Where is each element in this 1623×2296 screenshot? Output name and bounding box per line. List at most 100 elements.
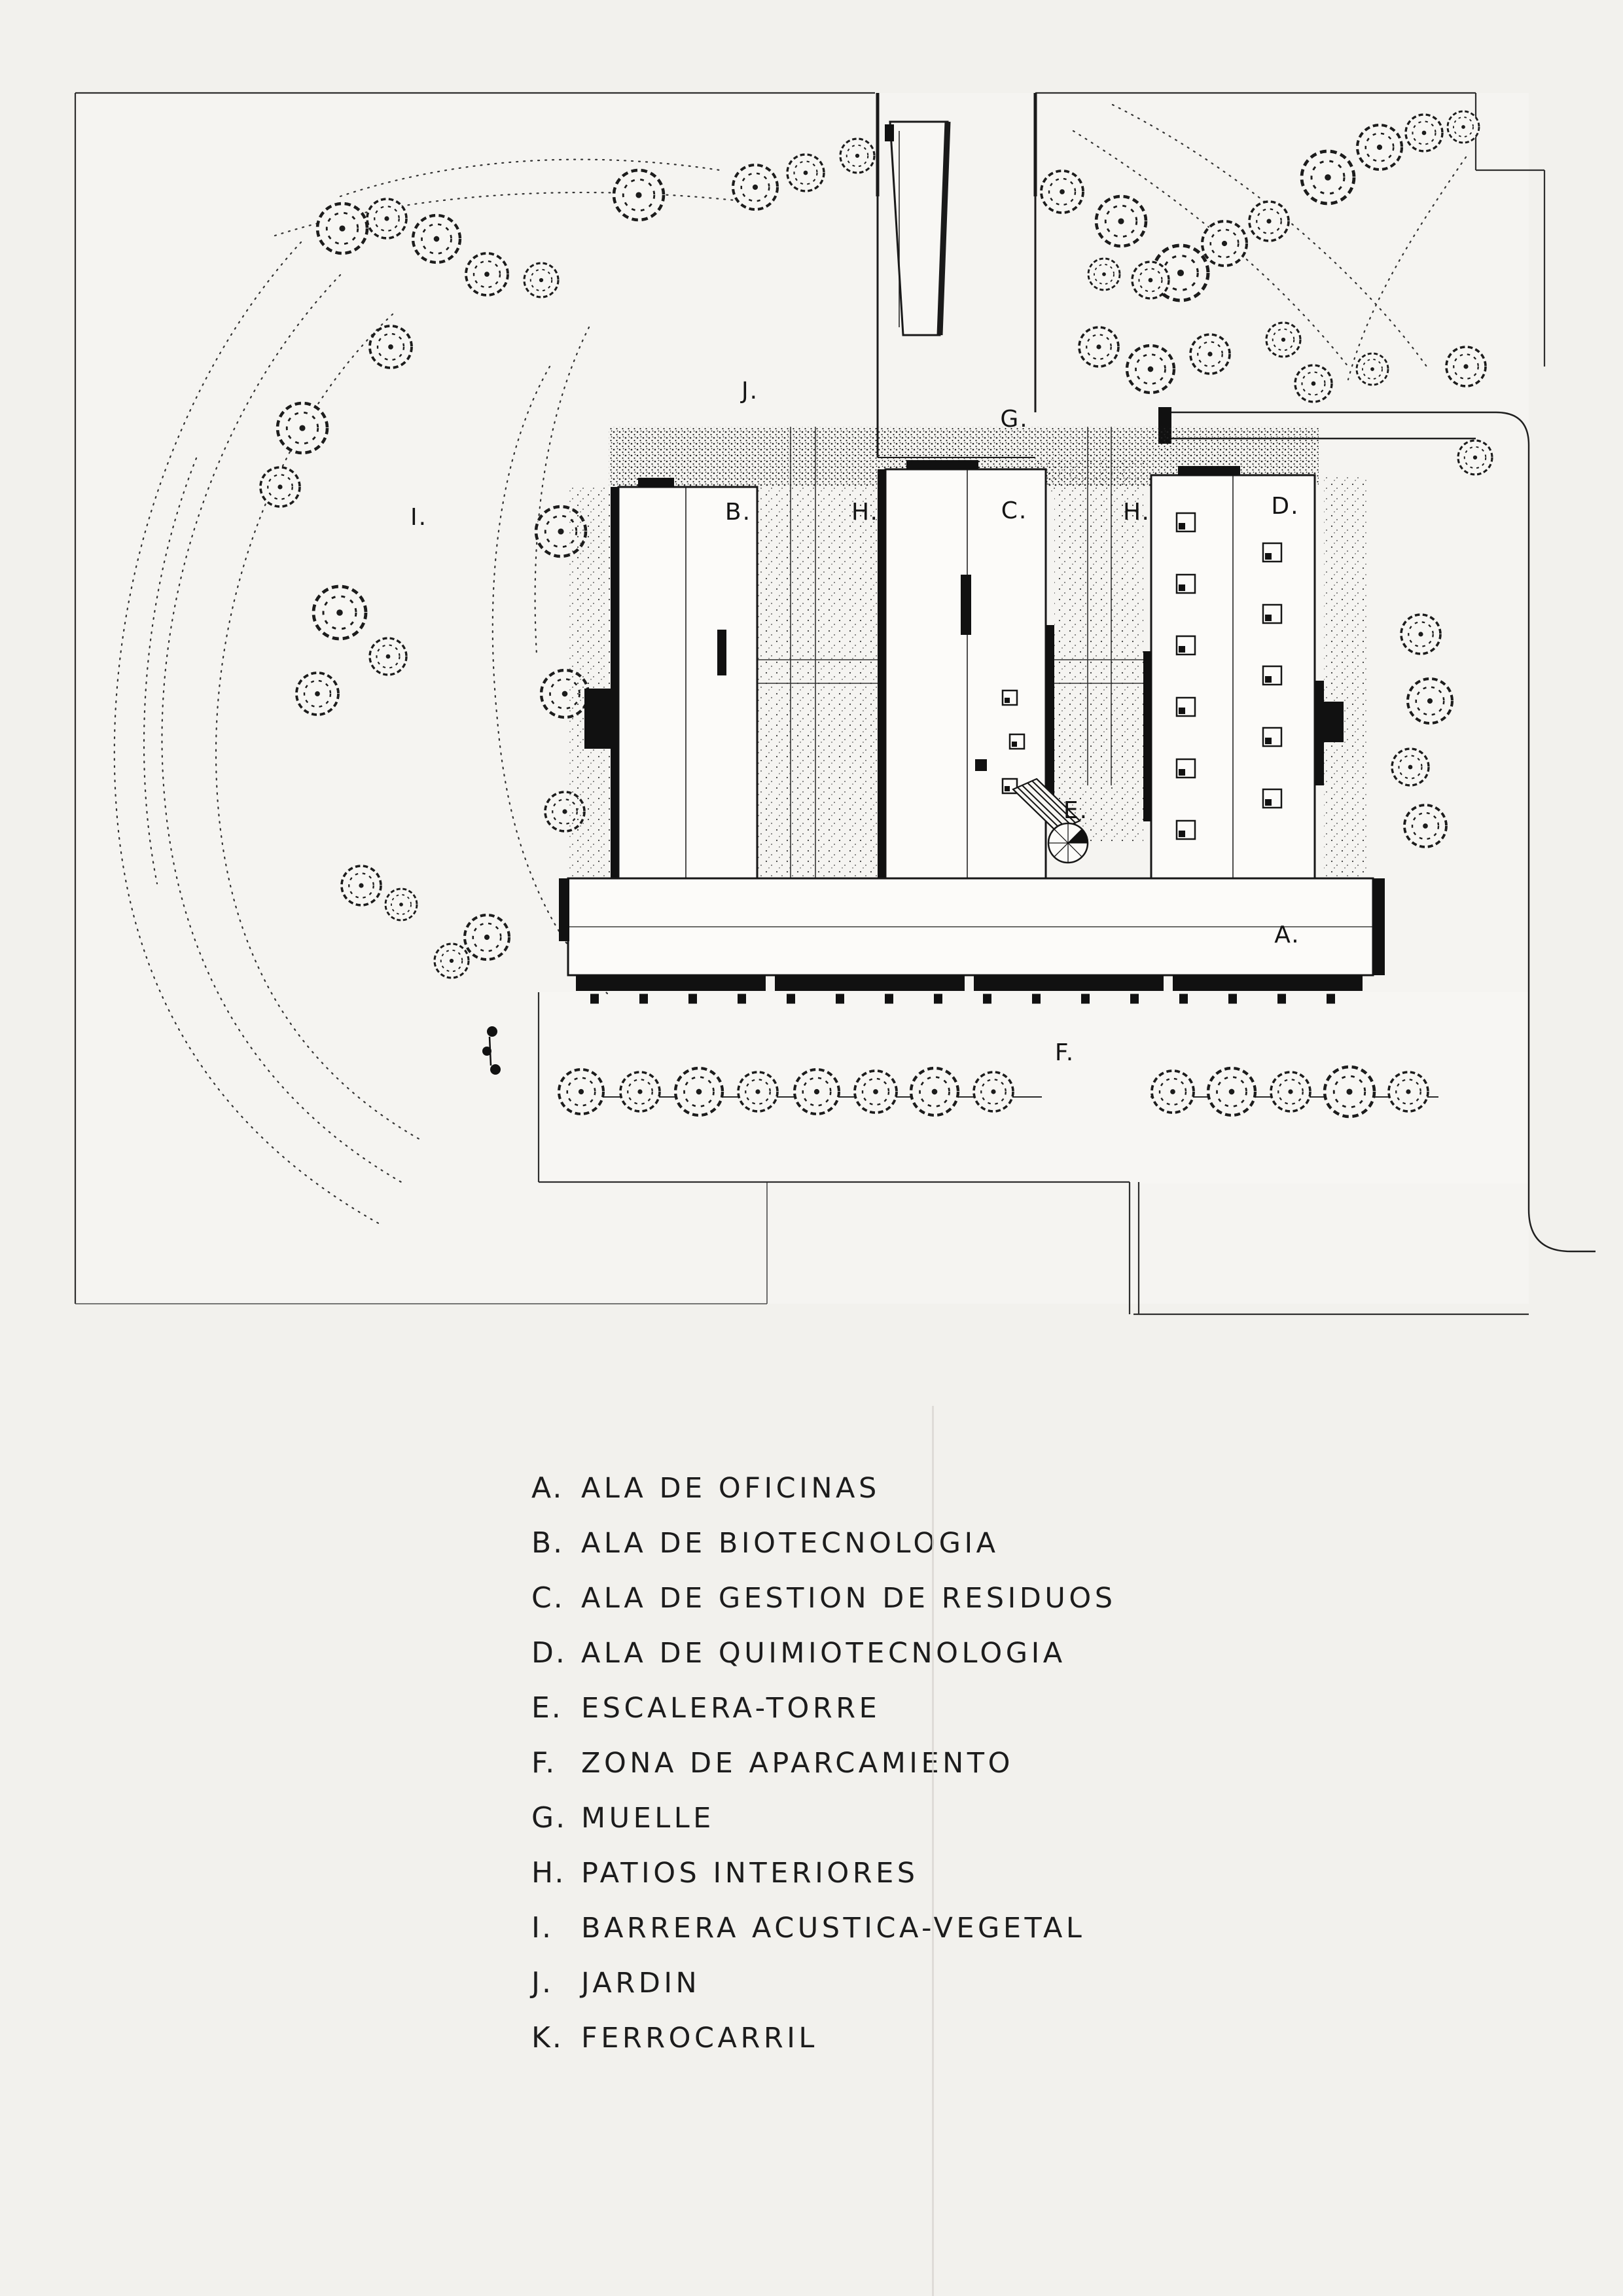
tree-icon	[1355, 352, 1389, 386]
legend-item: F. ZONA DE APARCAMIENTO	[531, 1746, 1116, 1801]
plan-label-f: F.	[1055, 1039, 1075, 1066]
tree-icon	[1150, 1069, 1195, 1114]
tree-icon	[1265, 321, 1302, 358]
tree-icon	[384, 888, 418, 922]
tree-icon	[1078, 326, 1120, 368]
plan-label-i: I.	[410, 504, 427, 531]
legend-item: E. ESCALERA-TORRE	[531, 1691, 1116, 1746]
plan-label-h-right: H.	[1123, 499, 1150, 526]
legend-item-letter: A.	[531, 1471, 564, 1505]
tree-icon	[733, 165, 777, 209]
wing-c	[878, 460, 1054, 881]
tree-icon	[1404, 113, 1444, 152]
tree-icon	[1457, 439, 1493, 476]
tree-icon	[559, 1069, 603, 1114]
patio-h-right	[1054, 427, 1143, 842]
plan-label-h-left: H.	[851, 499, 879, 526]
tree-icon	[1248, 200, 1290, 242]
tree-icon	[1127, 346, 1174, 393]
plan-label-g: G.	[1000, 406, 1028, 433]
tree-icon	[259, 466, 301, 508]
legend-item-letter: D.	[531, 1636, 567, 1670]
legend-item-label: ALA DE OFICINAS	[581, 1472, 880, 1505]
wing-a	[559, 877, 1385, 1004]
legend-item-label: PATIOS INTERIORES	[581, 1857, 919, 1890]
legend-item: H. PATIOS INTERIORES	[531, 1856, 1116, 1911]
legend: A. ALA DE OFICINAS B. ALA DE BIOTECNOLOG…	[531, 1471, 1116, 2076]
tree-icon	[1408, 679, 1452, 723]
tree-icon	[433, 942, 470, 979]
legend-item-label: ESCALERA-TORRE	[581, 1692, 881, 1725]
plan-labels: I. J. B. H. C. H. D. G. E. A. F.	[410, 378, 1300, 1066]
tree-icon	[675, 1068, 722, 1115]
legend-item-label: FERROCARRIL	[581, 2022, 818, 2054]
legend-item-letter: K.	[531, 2021, 563, 2054]
tree-icon	[786, 153, 825, 192]
legend-item-letter: G.	[531, 1801, 567, 1835]
tree-icon	[1270, 1071, 1311, 1113]
tree-icon	[465, 915, 509, 960]
legend-item-letter: F.	[531, 1746, 557, 1780]
tree-icon	[1202, 221, 1247, 266]
legend-item: B. ALA DE BIOTECNOLOGIA	[531, 1526, 1116, 1581]
tree-icon	[839, 137, 876, 174]
legend-item-letter: J.	[531, 1966, 553, 2000]
tree-icon	[1040, 170, 1084, 214]
site-plan-drawing: I. J. B. H. C. H. D. G. E. A. F.	[74, 92, 1596, 1316]
tree-icon	[413, 215, 460, 262]
tree-icon	[614, 170, 664, 220]
tree-icon	[366, 198, 408, 240]
plan-label-b: B.	[725, 499, 751, 526]
tree-icon	[1325, 1067, 1374, 1117]
plan-label-d: D.	[1271, 493, 1299, 520]
legend-item-label: BARRERA ACUSTICA-VEGETAL	[581, 1912, 1086, 1945]
tree-icon	[1302, 151, 1354, 204]
stair-tower-e	[975, 759, 1089, 864]
parking-zone	[559, 1067, 1438, 1117]
tree-icon	[619, 1071, 661, 1113]
legend-item-label: ALA DE BIOTECNOLOGIA	[581, 1527, 999, 1560]
tree-icon	[972, 1071, 1014, 1113]
tree-icon	[465, 252, 509, 296]
tree-icon	[313, 586, 366, 639]
landscape-feature	[482, 1026, 501, 1075]
legend-item: K. FERROCARRIL	[531, 2021, 1116, 2076]
tree-icon	[1445, 346, 1487, 387]
tree-icon	[295, 672, 340, 716]
legend-item: I. BARRERA ACUSTICA-VEGETAL	[531, 1911, 1116, 1966]
tree-icon	[277, 403, 327, 453]
legend-item-letter: C.	[531, 1581, 565, 1615]
tree-icon	[340, 865, 382, 906]
scan-crease	[932, 1406, 934, 2296]
wing-b	[584, 478, 758, 881]
tree-icon	[1400, 613, 1442, 655]
legend-item: D. ALA DE QUIMIOTECNOLOGIA	[531, 1636, 1116, 1691]
railway	[876, 93, 1037, 458]
plan-label-e: E.	[1063, 797, 1088, 824]
tree-icon	[523, 262, 560, 298]
plan-label-a: A.	[1274, 922, 1300, 948]
legend-item: A. ALA DE OFICINAS	[531, 1471, 1116, 1526]
plan-label-c: C.	[1001, 497, 1028, 524]
tree-icon	[368, 637, 408, 676]
plan-label-j: J.	[740, 378, 758, 404]
tree-icon	[317, 204, 367, 253]
legend-item: C. ALA DE GESTION DE RESIDUOS	[531, 1581, 1116, 1636]
legend-item-letter: I.	[531, 1911, 553, 1945]
tree-icon	[1357, 125, 1402, 170]
tree-icon	[1391, 747, 1430, 787]
tree-icon	[1403, 804, 1448, 848]
wing-d	[1143, 466, 1344, 881]
legend-item-letter: H.	[531, 1856, 566, 1890]
legend-item: J. JARDIN	[531, 1966, 1116, 2021]
tree-icon	[1446, 110, 1480, 144]
legend-item-label: ALA DE GESTION DE RESIDUOS	[581, 1582, 1116, 1615]
tree-icon	[1189, 333, 1231, 375]
tree-icon	[368, 325, 413, 369]
legend-item-label: JARDIN	[581, 1967, 701, 2000]
tree-icon	[1208, 1068, 1255, 1115]
legend-item-label: ZONA DE APARCAMIENTO	[581, 1747, 1014, 1780]
tree-icon	[911, 1068, 958, 1115]
legend-item: G. MUELLE	[531, 1801, 1116, 1856]
